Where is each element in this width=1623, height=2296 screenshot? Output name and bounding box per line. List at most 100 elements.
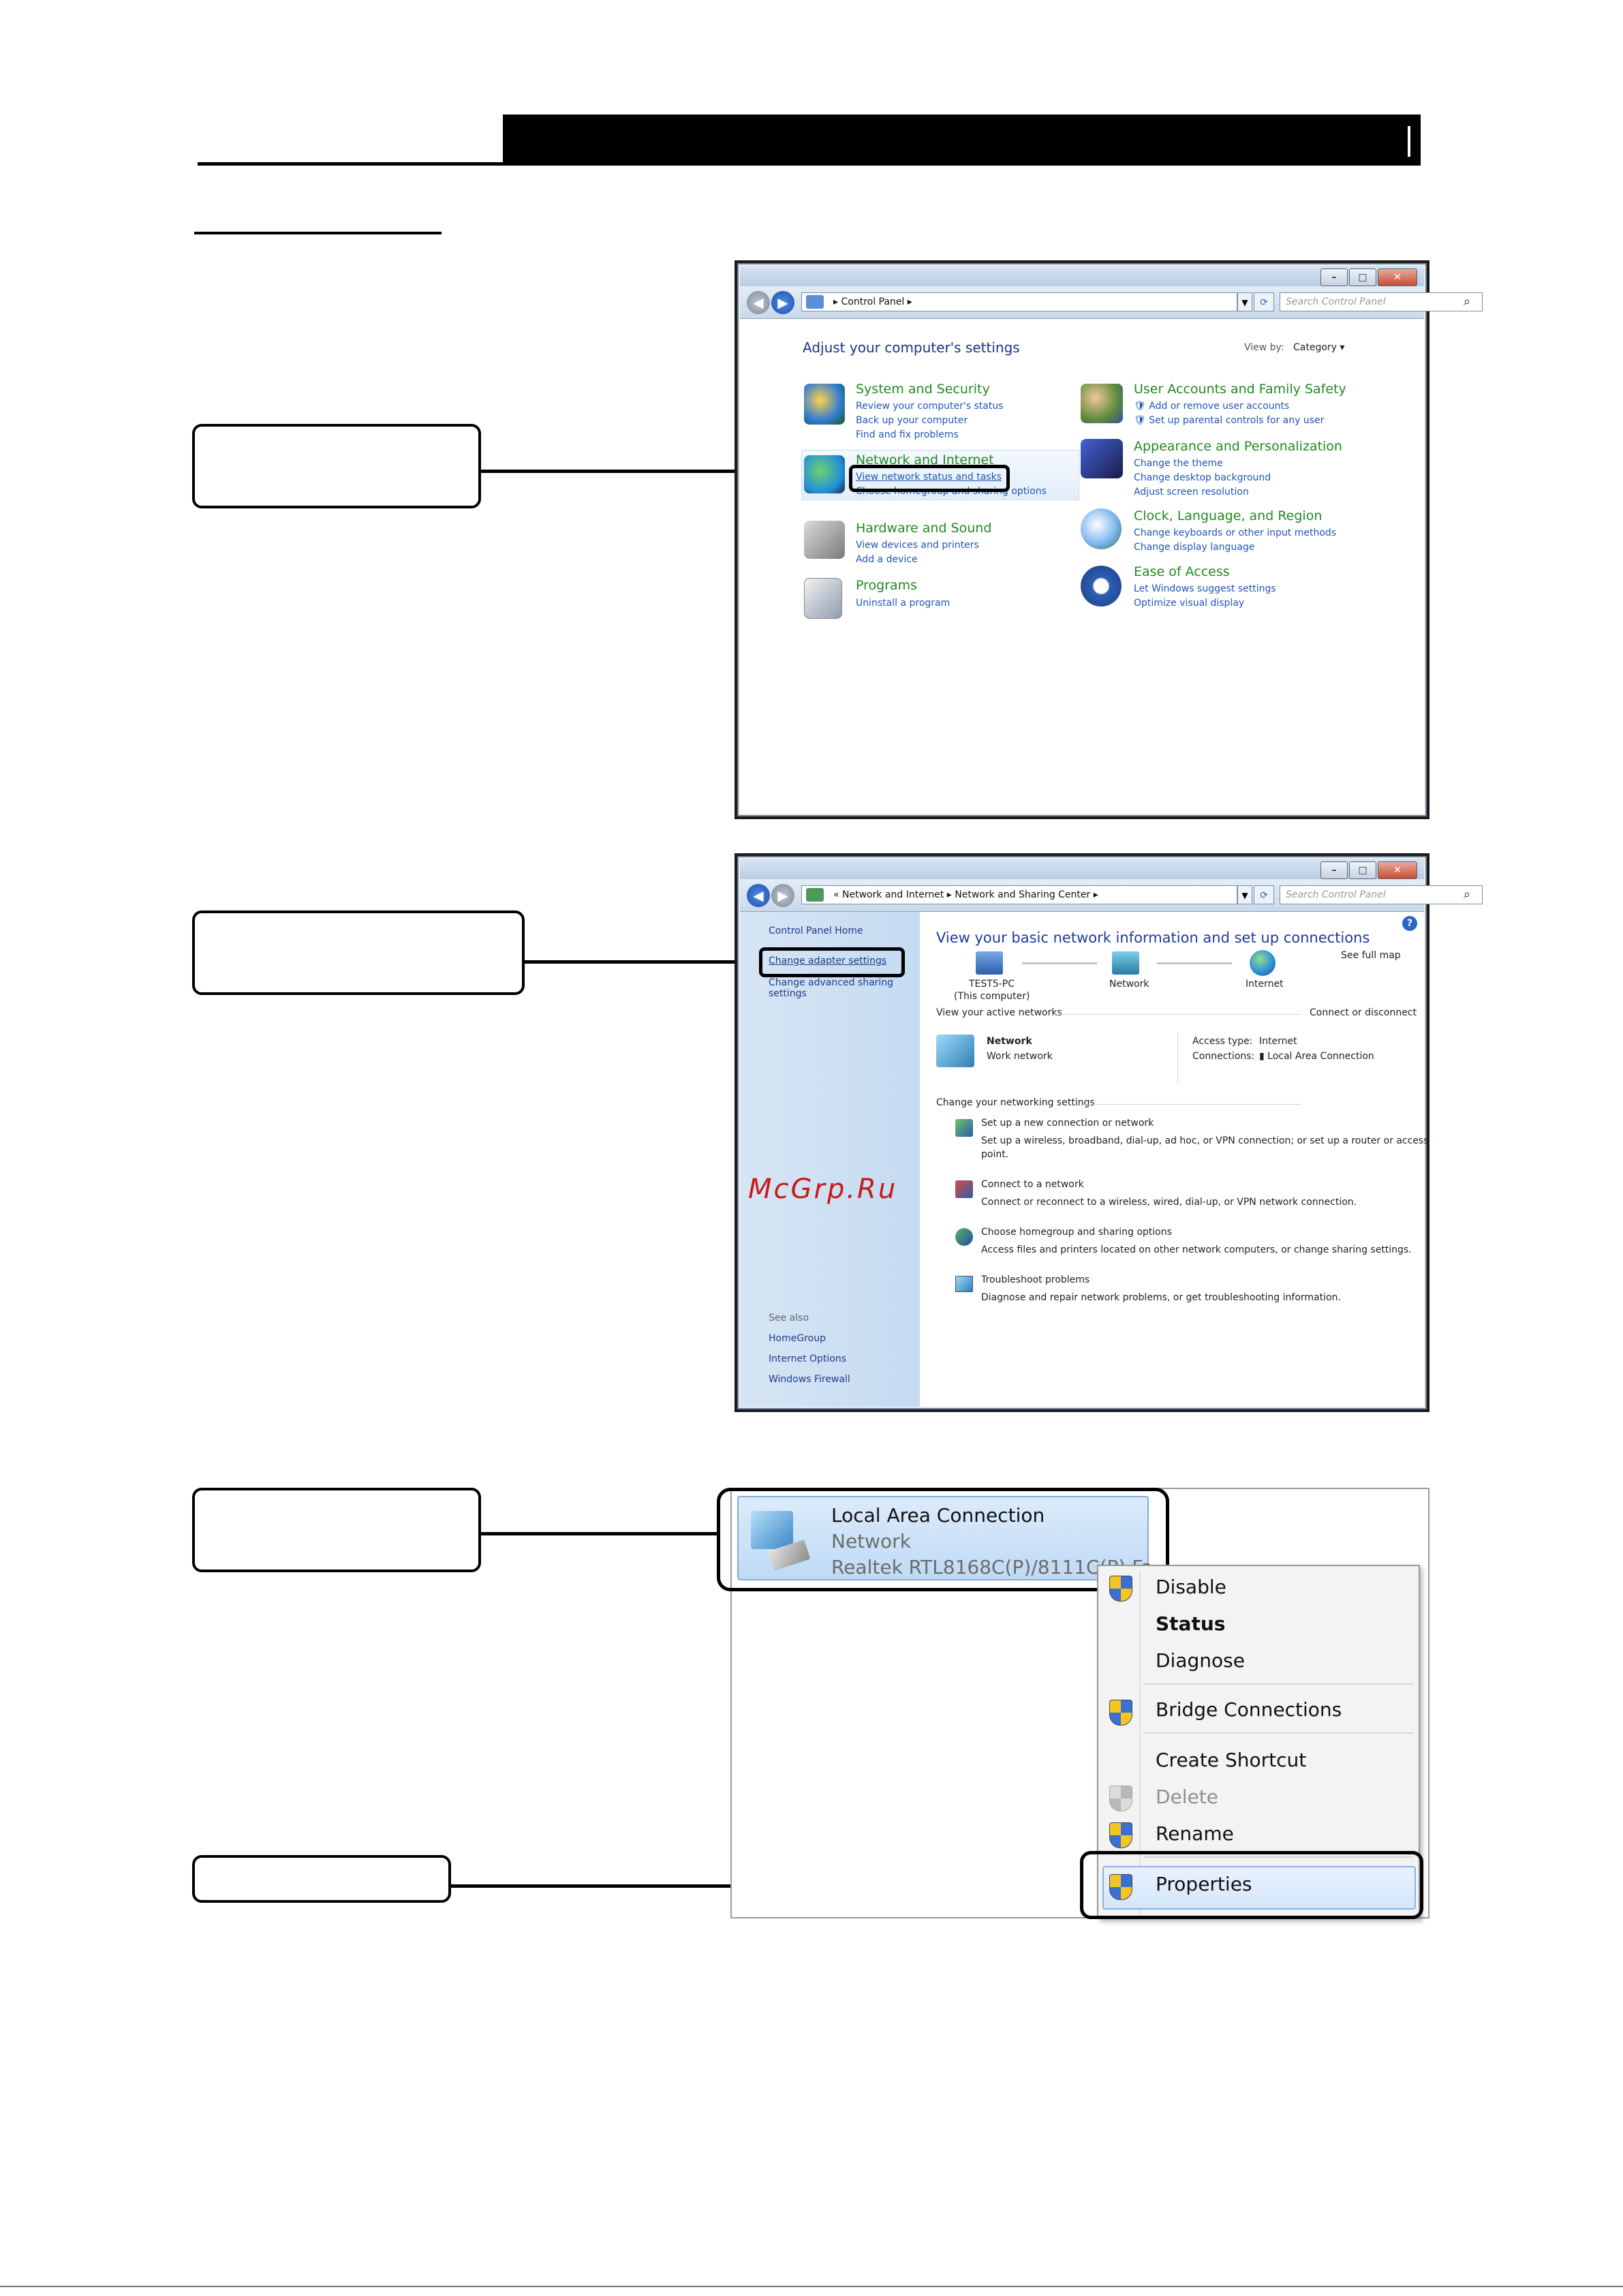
address-bar-area: ◀ ▶ « Network and Internet ▸ Network and…: [740, 879, 1483, 912]
sidebar-windows-firewall[interactable]: Windows Firewall: [769, 1374, 850, 1385]
link-keyboards[interactable]: Change keyboards or other input methods: [1134, 527, 1337, 538]
minimize-icon[interactable]: –: [1320, 861, 1348, 879]
map-link-1: [1022, 962, 1097, 964]
sidebar-change-adapter-settings[interactable]: Change adapter settings: [769, 955, 887, 966]
maximize-icon[interactable]: □: [1349, 269, 1376, 286]
sidebar-homegroup[interactable]: HomeGroup: [769, 1333, 826, 1344]
menu-separator: [1143, 1732, 1413, 1734]
sidebar-advanced-sharing[interactable]: Change advanced sharing: [769, 977, 894, 988]
task-connect-desc: Connect or reconnect to a wireless, wire…: [981, 1197, 1357, 1208]
page-title: View your basic network information and …: [936, 930, 1370, 946]
task-homegroup[interactable]: Choose homegroup and sharing options: [981, 1227, 1172, 1238]
category-network-internet[interactable]: Network and Internet: [856, 453, 994, 468]
address-field[interactable]: « Network and Internet ▸ Network and Sha…: [801, 885, 1237, 904]
search-input[interactable]: Search Control Panel: [1280, 292, 1483, 311]
map-internet-label: Internet: [1246, 979, 1284, 990]
address-field[interactable]: ▸ Control Panel ▸: [801, 292, 1237, 311]
network-category-hover[interactable]: [801, 450, 1079, 500]
category-programs[interactable]: Programs: [856, 578, 918, 593]
callout-leader-2: [525, 960, 756, 964]
chevron-down-icon[interactable]: ▼: [1237, 292, 1252, 311]
task-connect-network[interactable]: Connect to a network: [981, 1179, 1084, 1190]
map-network-label: Network: [1109, 979, 1149, 990]
network-type-link[interactable]: Work network: [987, 1051, 1053, 1062]
link-display-language[interactable]: Change display language: [1134, 542, 1255, 553]
task-troubleshoot[interactable]: Troubleshoot problems: [981, 1274, 1090, 1285]
uac-shield-icon: [1109, 1874, 1132, 1900]
divider: [1177, 1032, 1178, 1084]
category-appearance[interactable]: Appearance and Personalization: [1134, 439, 1342, 454]
category-ease-of-access[interactable]: Ease of Access: [1134, 564, 1230, 579]
highlight-adapter: [717, 1488, 1169, 1591]
see-also-label: See also: [769, 1313, 809, 1323]
link-devices-printers[interactable]: View devices and printers: [856, 540, 979, 551]
sidebar-internet-options[interactable]: Internet Options: [769, 1353, 847, 1364]
sharing-center-window: – □ ✕ ◀ ▶ « Network and Internet ▸ Netwo…: [735, 853, 1483, 1412]
menu-item-properties-selected[interactable]: [1102, 1866, 1416, 1910]
link-find-fix[interactable]: Find and fix problems: [856, 429, 959, 440]
search-icon[interactable]: ⌕: [1464, 294, 1471, 309]
connect-disconnect-link[interactable]: Connect or disconnect: [1310, 1007, 1417, 1018]
category-hardware-sound[interactable]: Hardware and Sound: [856, 521, 992, 536]
adapter-name: Local Area Connection: [831, 1504, 1045, 1527]
category-clock-region[interactable]: Clock, Language, and Region: [1134, 508, 1323, 523]
local-area-connection-item[interactable]: Local Area Connection Network Realtek RT…: [737, 1496, 1153, 1580]
link-desktop-background[interactable]: Change desktop background: [1134, 472, 1271, 483]
network-adapter-icon: [745, 1507, 811, 1572]
forward-icon[interactable]: ▶: [771, 291, 794, 314]
search-icon[interactable]: ⌕: [1464, 887, 1471, 902]
back-icon[interactable]: ◀: [747, 291, 770, 314]
link-visual-display[interactable]: Optimize visual display: [1134, 598, 1245, 609]
search-input[interactable]: Search Control Panel: [1280, 885, 1483, 904]
category-system-security[interactable]: System and Security: [856, 382, 990, 397]
menu-item-properties[interactable]: Properties: [1156, 1873, 1252, 1895]
link-add-device[interactable]: Add a device: [856, 554, 918, 565]
help-icon[interactable]: ?: [1402, 916, 1417, 931]
close-icon[interactable]: ✕: [1378, 861, 1417, 879]
divider: [1055, 1014, 1300, 1015]
title-bar: – □ ✕: [740, 859, 1424, 879]
section-heading-rule: [194, 232, 442, 234]
back-icon[interactable]: ◀: [747, 884, 770, 907]
link-view-network-status[interactable]: View network status and tasks: [856, 472, 1002, 483]
link-screen-resolution[interactable]: Adjust screen resolution: [1134, 487, 1249, 498]
control-panel-window: – □ ✕ ◀ ▶ ▸ Control Panel ▸ ▼ ⟳ Search C…: [735, 260, 1483, 819]
task-setup-connection[interactable]: Set up a new connection or network: [981, 1118, 1154, 1129]
menu-item-rename[interactable]: Rename: [1156, 1822, 1234, 1845]
active-network-icon: [936, 1035, 974, 1067]
link-add-remove-users[interactable]: 🛡 Add or remove user accounts: [1134, 401, 1290, 412]
refresh-icon[interactable]: ⟳: [1254, 885, 1274, 904]
view-by-dropdown[interactable]: Category ▾: [1293, 342, 1345, 353]
title-bar: – □ ✕: [740, 266, 1424, 286]
link-parental-controls[interactable]: 🛡 Set up parental controls for any user: [1134, 415, 1325, 426]
link-uninstall[interactable]: Uninstall a program: [856, 598, 950, 609]
close-icon[interactable]: ✕: [1378, 269, 1417, 286]
link-change-theme[interactable]: Change the theme: [1134, 458, 1223, 469]
address-bar-area: ◀ ▶ ▸ Control Panel ▸ ▼ ⟳ Search Control…: [740, 286, 1483, 319]
forward-icon[interactable]: ▶: [771, 884, 794, 907]
refresh-icon[interactable]: ⟳: [1254, 292, 1274, 311]
breadcrumb-sharing-center[interactable]: Network and Sharing Center: [955, 889, 1091, 900]
link-review-status[interactable]: Review your computer's status: [856, 401, 1004, 412]
sidebar-control-panel-home[interactable]: Control Panel Home: [769, 925, 863, 936]
menu-item-create-shortcut[interactable]: Create Shortcut: [1156, 1749, 1307, 1771]
menu-item-disable[interactable]: Disable: [1156, 1576, 1226, 1598]
link-suggest-settings[interactable]: Let Windows suggest settings: [1134, 583, 1276, 594]
chevron-down-icon[interactable]: ▼: [1237, 885, 1252, 904]
menu-item-status[interactable]: Status: [1156, 1612, 1226, 1635]
maximize-icon[interactable]: □: [1349, 861, 1376, 879]
category-user-accounts[interactable]: User Accounts and Family Safety: [1134, 382, 1346, 397]
local-area-connection-link[interactable]: ▮ Local Area Connection: [1259, 1051, 1374, 1062]
sidebar-advanced-sharing-2[interactable]: settings: [769, 988, 807, 999]
see-full-map-link[interactable]: See full map: [1341, 950, 1401, 961]
breadcrumb-control-panel[interactable]: Control Panel: [841, 296, 905, 307]
breadcrumb-network-internet[interactable]: Network and Internet: [842, 889, 944, 900]
link-back-up[interactable]: Back up your computer: [856, 415, 968, 426]
system-security-icon: [804, 384, 845, 425]
menu-separator: [1143, 1856, 1413, 1858]
minimize-icon[interactable]: –: [1320, 269, 1348, 286]
menu-item-bridge[interactable]: Bridge Connections: [1156, 1698, 1342, 1721]
menu-item-delete: Delete: [1156, 1786, 1218, 1808]
troubleshoot-icon: [955, 1276, 973, 1292]
menu-item-diagnose[interactable]: Diagnose: [1156, 1649, 1245, 1672]
